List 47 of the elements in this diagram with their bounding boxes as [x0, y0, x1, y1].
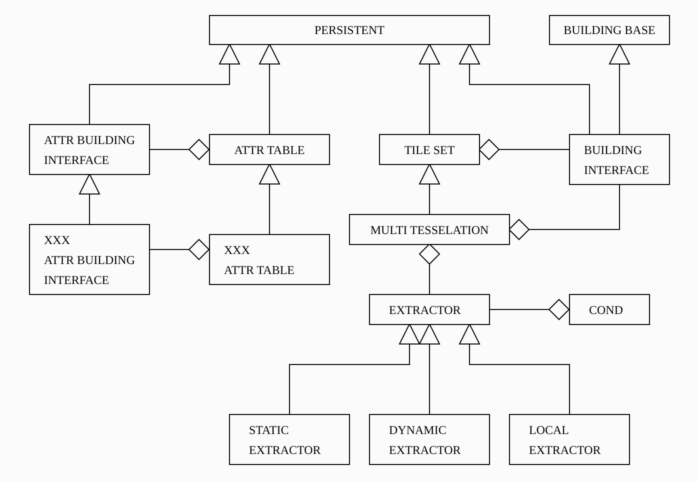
class-name: COND: [589, 302, 624, 318]
aggregation-line: [148, 239, 210, 260]
aggregation-line: [148, 139, 210, 160]
class-name: ATTR BUILDING INTERFACE: [44, 252, 136, 288]
class-box: [569, 134, 670, 185]
class-name: ATTR BUILDING INTERFACE: [44, 132, 136, 168]
inheritance-arrow: [419, 164, 440, 214]
inheritance-arrow: [79, 174, 100, 224]
class-name: TILE SET: [404, 142, 455, 158]
class-box: [209, 15, 490, 45]
inheritance-arrow: [259, 44, 280, 134]
class-box: [229, 414, 350, 465]
aggregation-line: [478, 139, 570, 160]
inheritance-arrow: [459, 324, 570, 414]
class-box: [29, 224, 150, 295]
inheritance-arrow: [259, 164, 280, 234]
class-name: XXX: [224, 242, 251, 258]
class-name: BUILDING INTERFACE: [584, 142, 650, 178]
aggregation-line: [508, 184, 620, 240]
aggregation-line: [488, 299, 570, 320]
class-name: DYNAMIC EXTRACTOR: [389, 422, 462, 458]
class-name: BUILDING BASE: [564, 22, 656, 39]
class-name: STATIC EXTRACTOR: [249, 422, 322, 458]
class-box: [209, 134, 330, 165]
class-name: MULTI TESSELATION: [370, 222, 489, 238]
class-box: [29, 124, 150, 175]
class-box: [379, 134, 480, 165]
class-box: [569, 294, 650, 325]
inheritance-arrow: [89, 44, 240, 124]
class-name: PERSISTENT: [314, 22, 384, 39]
inheritance-arrow: [419, 44, 440, 134]
class-box: [349, 214, 510, 245]
class-name: LOCAL EXTRACTOR: [529, 422, 602, 458]
class-box: [369, 294, 490, 325]
inheritance-arrow: [609, 44, 630, 134]
class-box: [549, 15, 670, 45]
inheritance-arrow: [289, 324, 420, 414]
class-name: XXX: [44, 232, 71, 248]
class-box: [509, 414, 630, 465]
class-name: ATTR TABLE: [234, 142, 305, 158]
class-name: EXTRACTOR: [389, 302, 462, 318]
inheritance-arrow: [419, 324, 440, 414]
class-name: ATTR TABLE: [224, 262, 296, 278]
class-box: [209, 234, 330, 285]
inheritance-arrow: [459, 44, 590, 134]
class-box: [369, 414, 490, 465]
aggregation-line: [419, 244, 440, 294]
